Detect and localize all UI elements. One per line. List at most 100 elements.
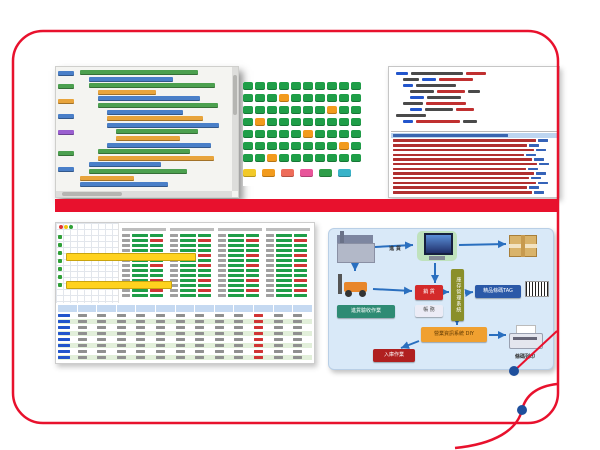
numeric-row: [170, 293, 214, 298]
status-button: [291, 118, 301, 126]
value-secondary: [246, 239, 259, 242]
cell-text: [234, 344, 244, 347]
value-secondary: [294, 264, 307, 267]
status-button: [315, 82, 325, 90]
log-message: [393, 181, 536, 185]
cell-text: [273, 332, 283, 335]
table-cell: [234, 332, 253, 335]
forklift-mast: [338, 274, 342, 295]
value-positive: [276, 274, 292, 277]
row-marker: [58, 283, 62, 287]
value-positive: [180, 249, 196, 252]
row-marker: [58, 243, 62, 247]
cell-text: [254, 344, 264, 347]
row-label: [218, 254, 226, 257]
cell-text: [116, 350, 126, 353]
row-label: [218, 279, 226, 282]
status-button: [315, 142, 325, 150]
value-secondary: [294, 239, 307, 242]
value-secondary: [246, 269, 259, 272]
gantt-area: [56, 223, 119, 303]
table-cell: [254, 326, 273, 329]
table-cell: [195, 320, 214, 323]
table-cell: [97, 314, 116, 317]
code-token: [425, 108, 453, 111]
row-label: [218, 264, 226, 267]
table-cell: [77, 356, 97, 359]
printer-slot: [512, 336, 538, 340]
cell-text: [58, 320, 70, 323]
cell-text: [156, 314, 166, 317]
row-marker: [58, 275, 62, 279]
cell-text: [97, 314, 107, 317]
cell-text: [77, 326, 87, 329]
status-button: [351, 130, 361, 138]
value-secondary: [198, 239, 211, 242]
cell-text: [234, 356, 244, 359]
table-cell: [293, 344, 312, 347]
legend-chip: [281, 169, 294, 177]
log-row: [391, 153, 557, 157]
cell-text: [175, 356, 185, 359]
value-secondary: [294, 269, 307, 272]
cell-text: [136, 338, 146, 341]
table-cell: [175, 338, 195, 341]
log-value: [529, 186, 540, 189]
value-positive: [276, 239, 292, 242]
cell-text: [195, 314, 205, 317]
code-block: [107, 142, 211, 148]
table-cell: [195, 326, 214, 329]
row-label: [218, 274, 226, 277]
table-cell: [214, 356, 234, 359]
cell-text: [273, 344, 283, 347]
status-button: [327, 106, 337, 114]
row-label: [266, 269, 274, 272]
computer-clipart: [417, 231, 457, 261]
table-cell: [58, 356, 77, 359]
code-block: [89, 169, 187, 174]
value-secondary: [150, 289, 163, 292]
table-header-cell: [273, 305, 293, 312]
cell-text: [254, 314, 264, 317]
cell-text: [234, 326, 244, 329]
status-button: [339, 118, 349, 126]
row-label: [266, 244, 274, 247]
log-message: [393, 172, 535, 175]
table-cell: [214, 320, 234, 323]
table-cell: [195, 338, 214, 341]
table-cell: [214, 338, 234, 341]
code-block: [80, 70, 198, 75]
table-cell: [273, 356, 293, 359]
value-positive: [180, 294, 196, 297]
code-line: [403, 84, 555, 87]
row-label: [218, 294, 226, 297]
cell-text: [195, 350, 205, 353]
table-header-cell: [234, 305, 254, 312]
cell-text: [136, 320, 146, 323]
value-secondary: [150, 269, 163, 272]
value-secondary: [246, 274, 259, 277]
legend-chip: [338, 169, 351, 177]
block-canvas: [56, 67, 232, 191]
row-label: [122, 234, 130, 237]
cell-text: [77, 356, 87, 359]
value-positive: [276, 264, 292, 267]
cell-text: [116, 344, 126, 347]
code-block: [80, 182, 168, 188]
status-button: [327, 118, 337, 126]
status-button: [279, 118, 289, 126]
log-message: [393, 191, 533, 194]
row-label: [122, 239, 130, 242]
value-secondary: [198, 249, 211, 252]
table-cell: [214, 350, 234, 353]
value-positive: [180, 279, 196, 282]
value-positive: [180, 289, 196, 292]
table-cell: [116, 326, 136, 329]
log-header-text: [393, 134, 508, 137]
row-label: [170, 264, 178, 267]
status-button: [339, 130, 349, 138]
value-positive: [228, 274, 244, 277]
flow-arrow: [464, 289, 474, 297]
cell-text: [175, 338, 185, 341]
cell-text: [234, 314, 244, 317]
